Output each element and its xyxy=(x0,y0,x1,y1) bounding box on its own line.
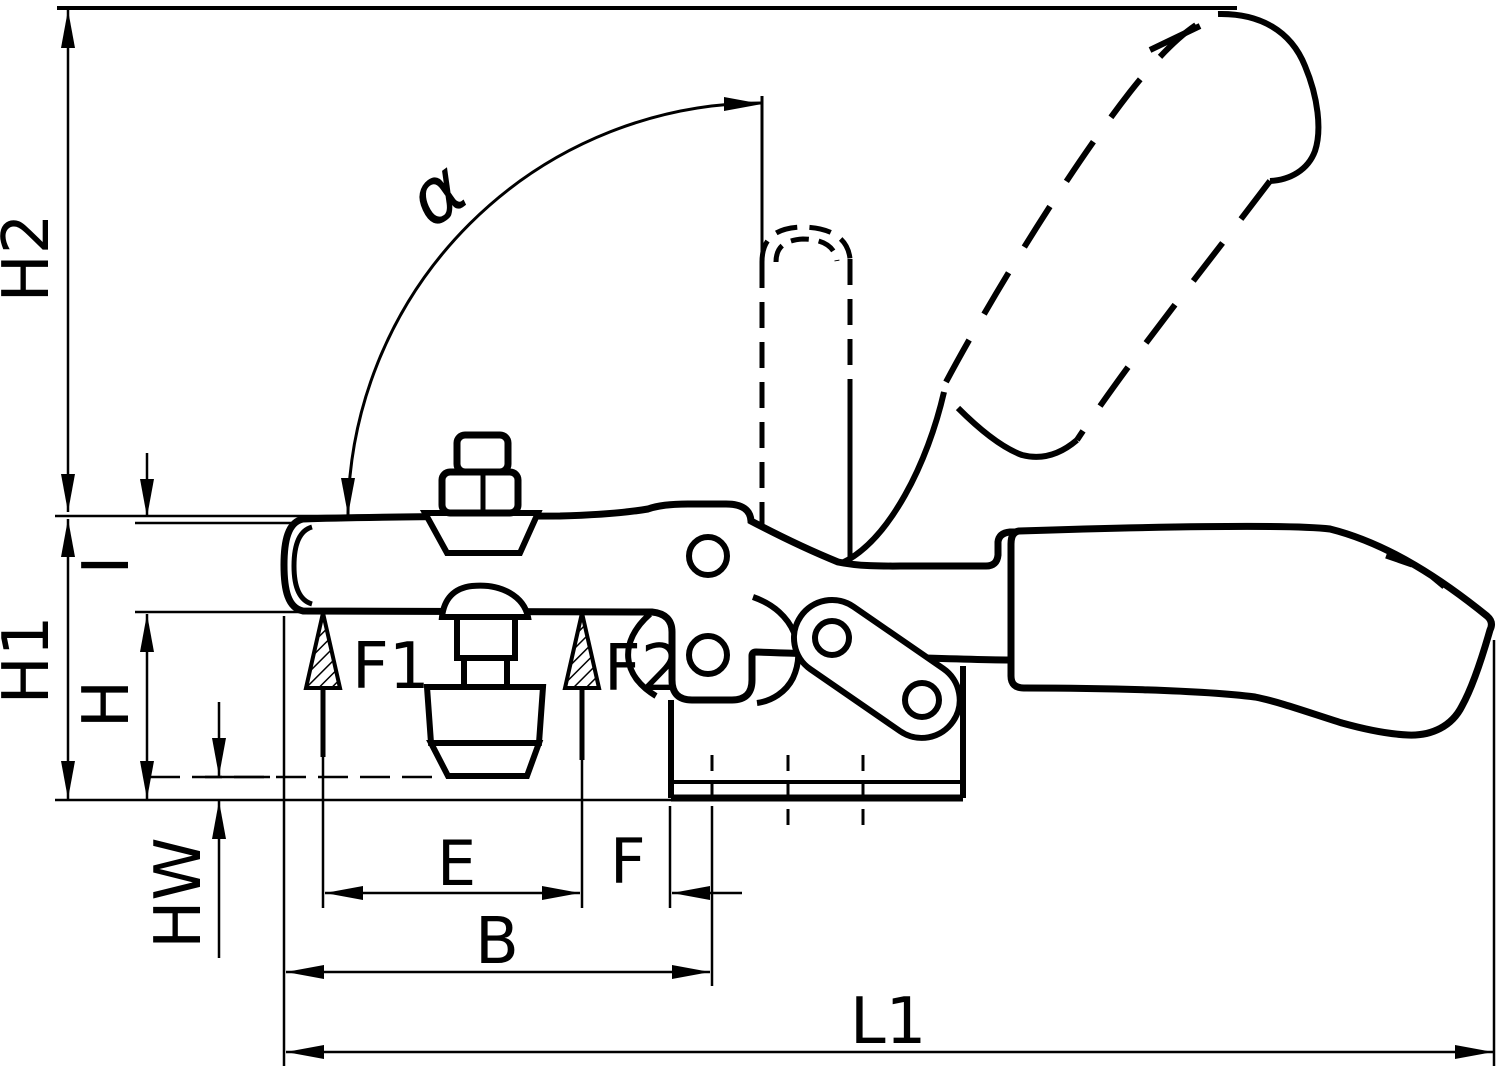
open-handle-edge-a xyxy=(943,11,1219,384)
alpha-arc-arrow-bottom xyxy=(341,478,355,515)
f-label: F xyxy=(610,825,646,898)
handle-grip xyxy=(1007,522,1495,739)
spindle-neck xyxy=(461,655,510,690)
open-position-handle-dashed xyxy=(840,10,1322,566)
open-handle-tip-cap xyxy=(1217,10,1322,184)
top-clamping-screw xyxy=(419,431,543,556)
toggle-link xyxy=(791,596,963,741)
l1-label: L1 xyxy=(850,985,926,1059)
force-arrows: F1 F2 xyxy=(303,612,682,760)
pivot-block-hole-bottom xyxy=(686,633,730,677)
mounting-hole-centerlines xyxy=(710,755,865,825)
i-label: I xyxy=(70,556,144,575)
mounting-base xyxy=(668,666,966,825)
h-label: H xyxy=(70,680,144,728)
h1-label: H1 xyxy=(0,616,64,705)
hex-nut xyxy=(438,468,522,517)
open-handle-tip-inner-line xyxy=(1148,23,1202,53)
spindle-dome-head xyxy=(438,582,532,620)
toggle-link-hole-upper xyxy=(812,618,852,658)
f2-arrowhead xyxy=(562,612,602,690)
e-label: E xyxy=(437,827,476,900)
foot-body xyxy=(423,684,547,746)
open-position-spindle-dashed xyxy=(759,224,853,558)
open-handle-butt-cap xyxy=(955,405,1079,460)
f1-arrowhead xyxy=(303,612,343,690)
pivot-block-hole-top xyxy=(686,534,730,578)
alpha-angle: α xyxy=(341,96,764,516)
f2-label: F2 xyxy=(604,632,682,706)
f1-label: F1 xyxy=(352,630,430,704)
h2-label: H2 xyxy=(0,214,64,303)
left-dimensions xyxy=(61,10,226,958)
open-handle-edge-b xyxy=(1074,179,1273,442)
spindle-shaft xyxy=(454,614,518,661)
screw-head xyxy=(453,431,512,476)
handle-grip-marks xyxy=(1385,553,1446,589)
bar-end-cap-inner-line xyxy=(291,524,313,607)
hw-label: HW xyxy=(142,837,216,948)
alpha-label: α xyxy=(390,143,483,244)
open-handle-neck xyxy=(840,391,947,566)
bottom-dimensions xyxy=(286,886,1493,1059)
b-label: B xyxy=(475,905,519,979)
rear-link-curves xyxy=(625,594,802,706)
lower-spindle xyxy=(423,582,547,779)
toggle-link-hole-lower xyxy=(902,680,942,720)
screw-seat xyxy=(419,510,543,556)
alpha-arc-arrow-top xyxy=(724,97,762,111)
foot-tip xyxy=(426,740,544,779)
